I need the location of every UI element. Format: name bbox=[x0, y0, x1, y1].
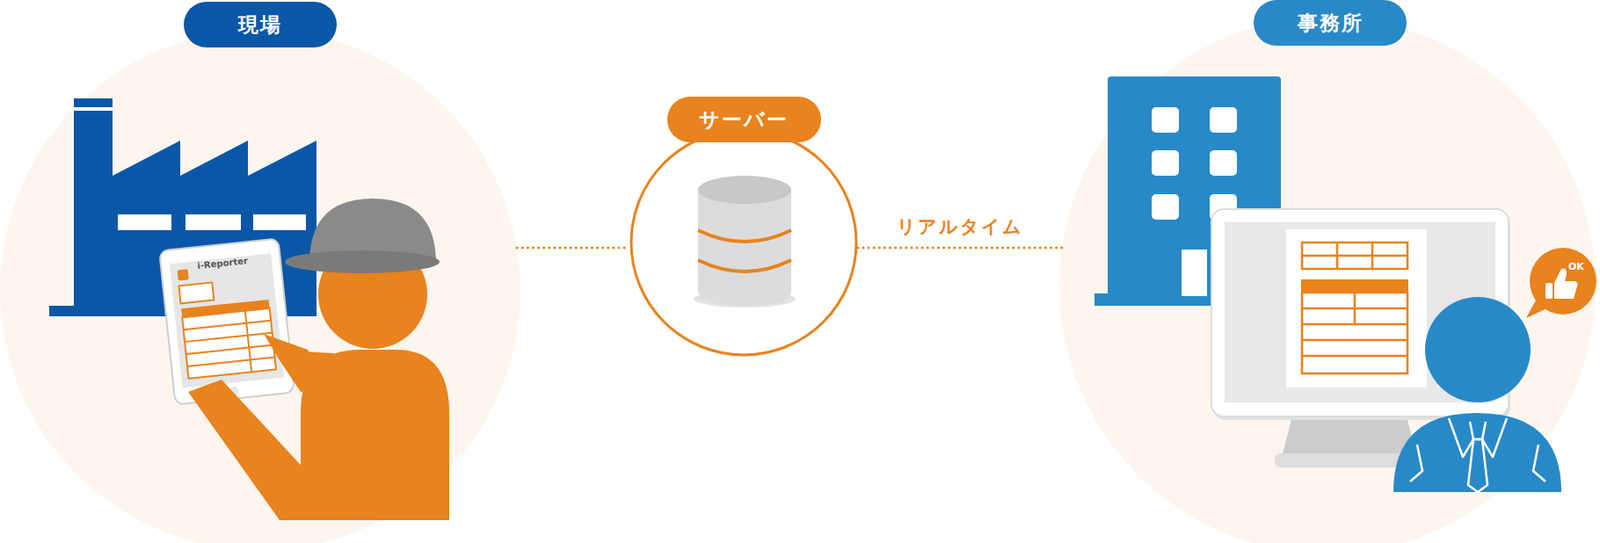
worker-figure bbox=[284, 198, 450, 521]
speech-bubble bbox=[1526, 247, 1597, 319]
dotted-connector bbox=[858, 247, 1062, 250]
circle-outline bbox=[631, 130, 857, 356]
heading-text: サーバー bbox=[698, 106, 789, 134]
office-disc bbox=[1059, 17, 1596, 543]
region-circle: 現場 bbox=[0, 29, 521, 543]
circle-outline bbox=[0, 29, 521, 543]
site-disc bbox=[0, 29, 521, 543]
heading-text: 現場 bbox=[238, 11, 283, 39]
dotted-connector bbox=[516, 247, 630, 250]
region-circle: サーバー bbox=[629, 128, 859, 357]
circle-outline bbox=[629, 128, 859, 357]
tablet bbox=[159, 238, 295, 405]
circle-outline bbox=[1061, 19, 1594, 543]
heading-pill: 現場 bbox=[183, 1, 337, 48]
heading-text: 事務所 bbox=[1297, 9, 1364, 37]
worker-arms bbox=[188, 334, 335, 521]
heading-pill: サーバー bbox=[667, 96, 822, 143]
database-icon bbox=[693, 175, 796, 308]
bubble-text: OK bbox=[1568, 261, 1585, 272]
heading-pill: 事務所 bbox=[1253, 0, 1407, 46]
office-worker bbox=[1393, 297, 1562, 493]
circle-outline bbox=[1059, 17, 1596, 543]
region-circle: 事務所 bbox=[1059, 17, 1596, 543]
circle-outline bbox=[1, 31, 519, 543]
connector-label: リアルタイム bbox=[894, 214, 1026, 240]
